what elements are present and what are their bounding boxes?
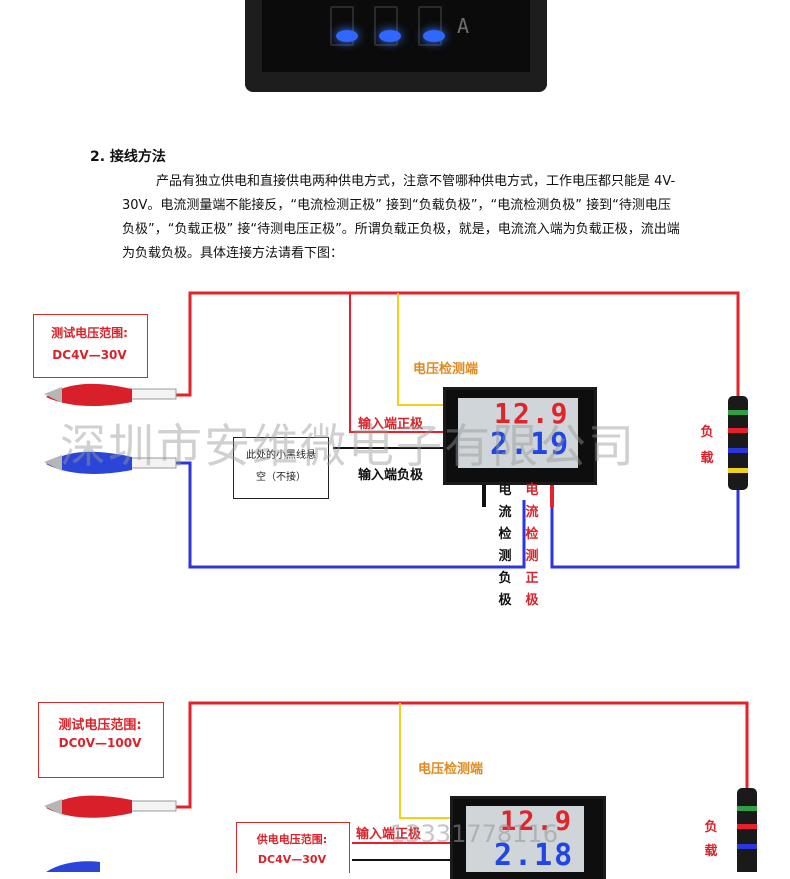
- meter-led-dot: [379, 30, 401, 42]
- wiring-instructions: 产品有独立供电和直接供电两种供电方式，注意不管哪种供电方式，工作电压都只能是 4…: [122, 174, 680, 261]
- voltage-range-value-2: DC0V—100V: [58, 736, 142, 750]
- meter-display-screen-2: [466, 806, 584, 872]
- unused-wire-note-line2: 空（不接）: [256, 472, 306, 483]
- meter-led-dot: [336, 30, 358, 42]
- meter-unit-label: A: [457, 14, 470, 38]
- meter-led-dot: [423, 30, 445, 42]
- meter-digit-ghost: [330, 6, 354, 46]
- load-label-2: 负 载: [704, 820, 718, 859]
- voltage-detect-label: 电压检测端: [413, 362, 479, 377]
- load-label: 负 载: [700, 425, 714, 466]
- load2-resistor: [737, 788, 757, 872]
- supply-range-label: 供电电压范围:: [256, 833, 328, 846]
- wire-blue-load: [550, 488, 740, 569]
- clip2-red: [46, 795, 132, 818]
- current-negative-label: 电 流 检 测 负 极: [498, 483, 512, 608]
- voltage-range-box: [33, 314, 148, 378]
- clip-blue: [46, 451, 132, 474]
- wire-yellow-detect: [397, 293, 445, 406]
- voltage-range-label-2: 测试电压范围:: [58, 718, 142, 733]
- phone-watermark: 13331778116: [390, 820, 558, 848]
- wire-red-main: [176, 291, 740, 398]
- wire-red-input: [349, 293, 445, 433]
- company-watermark: 深圳市安维微电子有限公司: [60, 419, 636, 473]
- meter-display-screen: [458, 398, 578, 468]
- clip2-blue: [46, 861, 100, 872]
- section-title: 2. 接线方法: [90, 149, 166, 165]
- wire2-red-main: [176, 701, 749, 809]
- current-reading: 2.19: [490, 427, 571, 462]
- supply-range-box: [236, 822, 350, 873]
- voltage-detect-label-2: 电压检测端: [418, 762, 484, 777]
- unused-wire-note-box: [233, 437, 329, 499]
- clip-red: [46, 383, 132, 407]
- unused-wire-note-line1: 此处的小黑线悬: [246, 450, 316, 461]
- voltage-reading: 12.9: [494, 397, 570, 430]
- voltage-reading-2: 12.9: [500, 806, 574, 837]
- current-reading-2: 2.18: [494, 838, 575, 873]
- input-positive-label-2: 输入端正极: [356, 827, 422, 842]
- voltage-range-label: 测试电压范围:: [51, 326, 128, 340]
- voltage-range-value: DC4V—30V: [52, 348, 127, 362]
- load-resistor: [728, 396, 748, 490]
- voltage-range-box-2: [38, 702, 164, 778]
- input-positive-label: 输入端正极: [358, 417, 424, 432]
- wire2-yellow-detect: [399, 703, 452, 819]
- supply-range-value: DC4V—30V: [257, 853, 327, 866]
- current-positive-label: 电 流 检 测 正 极: [525, 483, 539, 608]
- meter-digit-ghost: [418, 6, 442, 46]
- meter-digit-ghost: [374, 6, 398, 46]
- input-negative-label: 输入端负极: [358, 468, 424, 483]
- wire-blue-main: [176, 461, 526, 569]
